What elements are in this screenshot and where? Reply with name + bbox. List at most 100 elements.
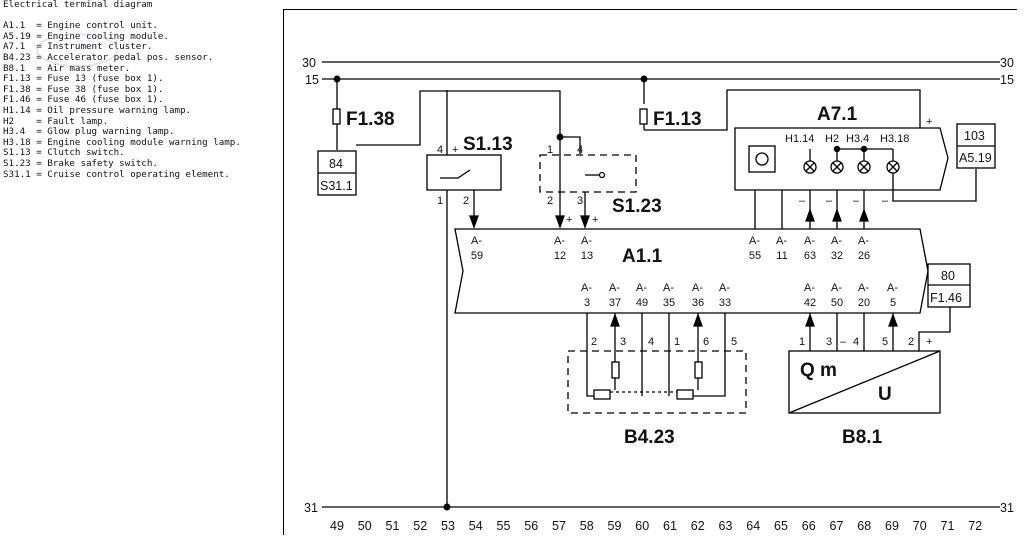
pin-prefix: A-	[692, 282, 703, 294]
box-103-label: 103	[964, 129, 985, 143]
brake-switch-s123	[539, 154, 637, 193]
pin-prefix: A-	[554, 235, 565, 247]
rail-30-left-label: 30	[302, 56, 316, 70]
scale-number: 59	[608, 519, 622, 533]
lamp-h318-label: H3.18	[880, 133, 909, 145]
box-s311-label: S31.1	[320, 179, 353, 193]
scale-number: 72	[968, 519, 982, 533]
pin-number: 35	[663, 297, 675, 309]
pin-prefix: A-	[887, 282, 898, 294]
b81-terminal-4: 4	[853, 336, 859, 348]
s123-terminal-1: 1	[547, 144, 553, 156]
scale-number: 64	[746, 519, 760, 533]
pin-prefix: A-	[831, 282, 842, 294]
pin-number: 12	[554, 250, 566, 262]
s113-terminal-1: 1	[437, 195, 443, 207]
pin-prefix: A-	[609, 282, 620, 294]
legend-items: A1.1 = Engine control unit.A5.19 = Engin…	[3, 21, 273, 180]
legend-item: H3.4 = Glow plug warning lamp.	[3, 126, 175, 138]
legend-item: B8.1 = Air mass meter.	[3, 62, 131, 74]
pin-number: 42	[804, 297, 816, 309]
b81-terminal-5: 5	[882, 336, 888, 348]
box-a519-label: A5.19	[959, 151, 992, 165]
legend-item: F1.38 = Fuse 38 (fuse box 1).	[3, 83, 164, 95]
scale-number: 56	[524, 519, 538, 533]
s123-terminal-4: 4	[577, 144, 583, 156]
pin-prefix: A-	[636, 282, 647, 294]
fuse-f138-symbol	[332, 108, 341, 125]
legend-item: F1.13 = Fuse 13 (fuse box 1).	[3, 73, 164, 85]
b423-terminal-3: 3	[620, 336, 626, 348]
scale-number: 65	[774, 519, 788, 533]
legend-item: H2 = Fault lamp.	[3, 115, 109, 127]
pin-number: 37	[609, 297, 621, 309]
pedal-sensor-b423	[567, 350, 747, 414]
b423-terminal-5: 5	[731, 336, 737, 348]
scale-number: 66	[802, 519, 816, 533]
legend-item: S31.1 = Cruise control operating element…	[3, 168, 230, 180]
pin-prefix: A-	[749, 235, 760, 247]
pin-number: 55	[749, 250, 761, 262]
lamp-h2-label: H2	[825, 133, 839, 145]
b81-terminal-3: 3	[826, 336, 832, 348]
pin-number: 50	[831, 297, 843, 309]
scale-number: 58	[580, 519, 594, 533]
s113-terminal-2: 2	[463, 195, 469, 207]
legend-item: H1.14 = Oil pressure warning lamp.	[3, 104, 192, 116]
pin-number: 63	[804, 250, 816, 262]
scale-number: 63	[719, 519, 733, 533]
oil-gauge-icon	[748, 145, 776, 173]
b81-label: B8.1	[842, 427, 883, 448]
scale-number: 62	[691, 519, 705, 533]
lamp-h114-label: H1.14	[785, 133, 814, 145]
rail-15-right-label: 15	[1000, 73, 1014, 87]
legend-item: A1.1 = Engine control unit.	[3, 20, 158, 32]
pin-number: 49	[636, 297, 648, 309]
box-84-label: 84	[329, 157, 343, 171]
b81-terminal-plus: +	[926, 336, 932, 348]
pin-number: 33	[719, 297, 731, 309]
pin-prefix: A-	[858, 235, 869, 247]
box-f146-label: F1.46	[930, 291, 962, 305]
legend-item: F1.46 = Fuse 46 (fuse box 1).	[3, 94, 164, 106]
legend-item: S1.13 = Clutch switch.	[3, 147, 125, 159]
legend-title: Electrical terminal diagram	[3, 0, 153, 10]
scale-number: 53	[441, 519, 455, 533]
b81-terminal-2: 2	[908, 336, 914, 348]
a71-terminal-plus: +	[926, 116, 932, 128]
s113-label: S1.13	[463, 134, 513, 155]
scale-number: 68	[857, 519, 871, 533]
s123-terminal-plus-3: +	[592, 214, 598, 226]
rail-31-left-label: 31	[304, 501, 318, 515]
s113-terminal-4: 4	[437, 144, 443, 156]
instrument-cluster-a71	[734, 127, 949, 191]
pin-number: 13	[581, 250, 593, 262]
fuse-f138-label: F1.38	[346, 109, 395, 130]
scale-number: 61	[663, 519, 677, 533]
pin-number: 36	[692, 297, 704, 309]
scale-number: 69	[885, 519, 899, 533]
lamp-h34-label: H3.4	[846, 133, 869, 145]
a71-minus-1: –	[799, 195, 806, 207]
watermark-logo	[36, 33, 118, 67]
scale-number: 55	[497, 519, 511, 533]
pin-number: 26	[858, 250, 870, 262]
pin-prefix: A-	[663, 282, 674, 294]
scale-number: 67	[830, 519, 844, 533]
b81-qm-label: Q m	[800, 360, 837, 381]
rail-31-right-label: 31	[1000, 501, 1014, 515]
pin-number: 11	[776, 250, 787, 262]
scale-number: 49	[330, 519, 344, 533]
pin-prefix: A-	[581, 282, 592, 294]
box-80-label: 80	[941, 269, 955, 283]
s113-terminal-plus: +	[452, 144, 458, 156]
a71-minus-3: –	[853, 195, 860, 207]
pin-prefix: A-	[831, 235, 842, 247]
ecu-a11	[454, 228, 929, 314]
b423-terminal-4: 4	[648, 336, 654, 348]
legend-item: A5.19 = Engine cooling module.	[3, 30, 169, 42]
ecu-bottom-pins: A-3A-37A-49A-35A-36A-33A-42A-50A-20A-5	[581, 282, 898, 309]
legend-item: B4.23 = Accelerator pedal pos. sensor.	[3, 51, 214, 63]
